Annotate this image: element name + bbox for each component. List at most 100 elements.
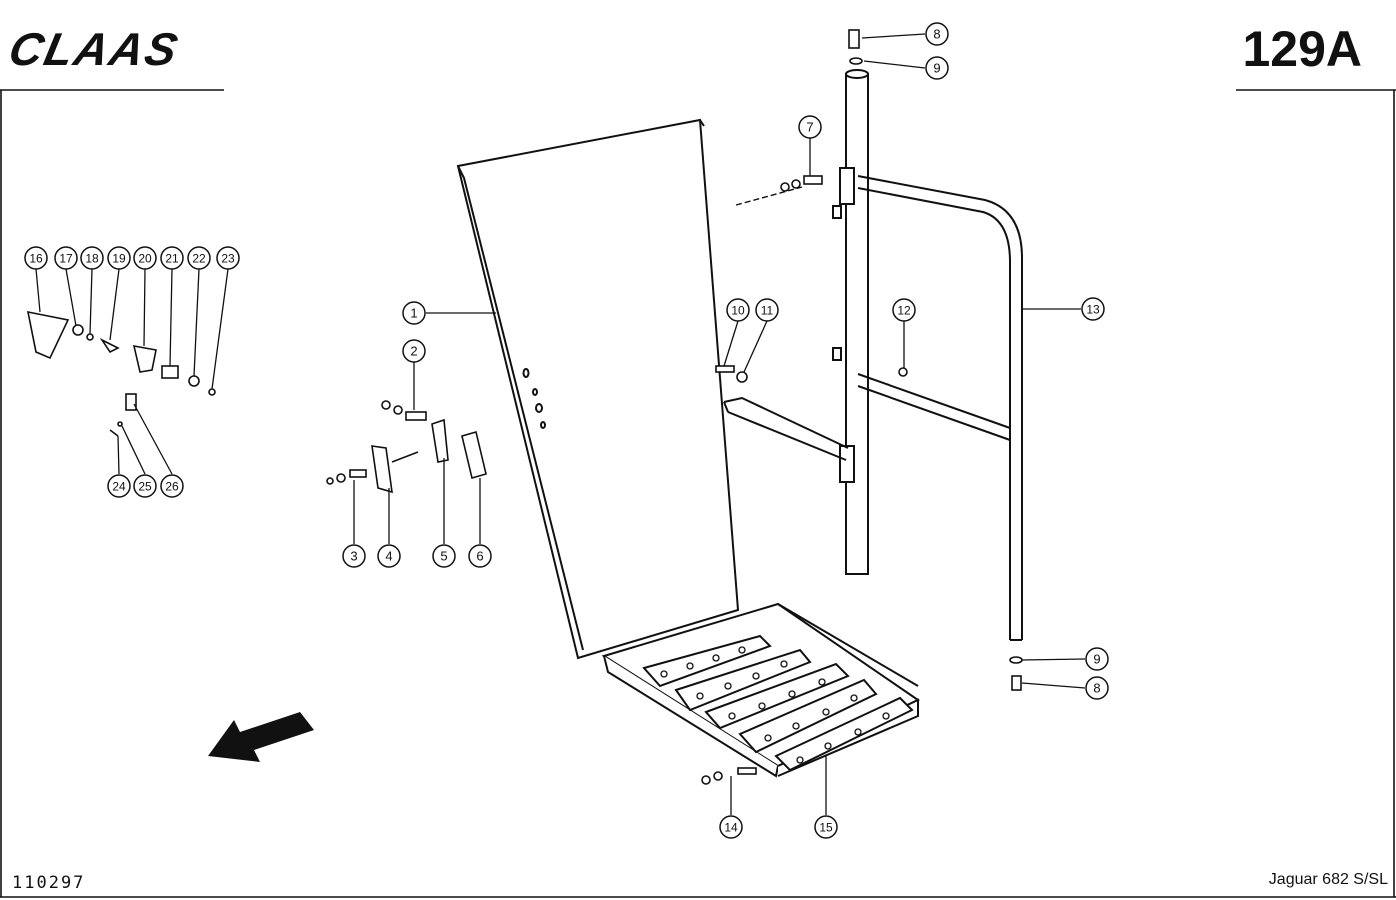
callout-circle xyxy=(342,544,366,568)
callout-circle xyxy=(402,301,426,325)
callout-circle xyxy=(24,246,48,270)
callout-number: 17 xyxy=(59,252,73,266)
callout-16: 16 xyxy=(24,246,48,270)
callout-number: 26 xyxy=(165,480,179,494)
callout-7: 7 xyxy=(798,115,822,139)
callout-25: 25 xyxy=(133,474,157,498)
callout-circle xyxy=(1085,647,1109,671)
callout-circle xyxy=(80,246,104,270)
drawing-number: 110297 xyxy=(12,873,86,893)
step-holes xyxy=(660,646,890,764)
callout-circle xyxy=(798,115,822,139)
callout-number: 12 xyxy=(897,304,911,318)
callout-circle xyxy=(432,544,456,568)
callout-circle xyxy=(755,298,779,322)
direction-arrow xyxy=(208,712,314,762)
handrail xyxy=(857,175,1023,641)
callout-circle xyxy=(107,474,131,498)
callout-4: 4 xyxy=(377,544,401,568)
callout-12: 12 xyxy=(892,298,916,322)
callout-18: 18 xyxy=(80,246,104,270)
callout-9: 9 xyxy=(1085,647,1109,671)
callout-number: 20 xyxy=(138,252,152,266)
callout-number: 9 xyxy=(1093,652,1100,667)
callout-8: 8 xyxy=(1085,676,1109,700)
callout-circle xyxy=(1081,297,1105,321)
callout-number: 6 xyxy=(476,549,483,564)
callout-8: 8 xyxy=(925,22,949,46)
callout-circle xyxy=(216,246,240,270)
callout-number: 2 xyxy=(410,344,417,359)
callout-circle xyxy=(377,544,401,568)
callout-number: 9 xyxy=(933,61,940,76)
step-assembly xyxy=(601,602,921,778)
callout-20: 20 xyxy=(133,246,157,270)
door-panel xyxy=(456,118,740,660)
callout-number: 8 xyxy=(1093,681,1100,696)
model-label: Jaguar 682 S/SL xyxy=(1268,871,1388,888)
callout-number: 10 xyxy=(731,304,745,318)
callout-number: 5 xyxy=(440,549,447,564)
callout-6: 6 xyxy=(468,544,492,568)
callout-17: 17 xyxy=(54,246,78,270)
callout-circle xyxy=(160,246,184,270)
callout-circle xyxy=(160,474,184,498)
callout-10: 10 xyxy=(726,298,750,322)
callout-22: 22 xyxy=(187,246,211,270)
callout-24: 24 xyxy=(107,474,131,498)
callout-circle xyxy=(892,298,916,322)
fasteners xyxy=(26,29,1023,785)
callout-circle xyxy=(925,56,949,80)
callout-23: 23 xyxy=(216,246,240,270)
callout-circle xyxy=(726,298,750,322)
callout-number: 23 xyxy=(221,252,235,266)
callout-circle xyxy=(468,544,492,568)
callout-21: 21 xyxy=(160,246,184,270)
callout-circle xyxy=(719,815,743,839)
brace-bar xyxy=(723,396,849,461)
callout-number: 15 xyxy=(819,821,833,835)
callout-number: 21 xyxy=(165,252,179,266)
callout-circle xyxy=(187,246,211,270)
callout-circle xyxy=(1085,676,1109,700)
callout-number: 19 xyxy=(112,252,126,266)
callout-circle xyxy=(925,22,949,46)
callout-15: 15 xyxy=(814,815,838,839)
callout-14: 14 xyxy=(719,815,743,839)
callout-number: 11 xyxy=(761,304,774,318)
callout-circle xyxy=(107,246,131,270)
callout-number: 3 xyxy=(350,549,357,564)
callout-11: 11 xyxy=(755,298,779,322)
leader-lines xyxy=(35,33,1086,815)
callout-number: 13 xyxy=(1086,303,1100,317)
callout-number: 24 xyxy=(112,480,126,494)
callout-circle xyxy=(402,339,426,363)
callout-2: 2 xyxy=(402,339,426,363)
callout-1: 1 xyxy=(402,301,426,325)
callout-number: 1 xyxy=(410,306,417,321)
callout-circle xyxy=(54,246,78,270)
callout-9: 9 xyxy=(925,56,949,80)
callout-number: 14 xyxy=(724,821,738,835)
callout-3: 3 xyxy=(342,544,366,568)
frame-lines xyxy=(0,89,1396,898)
callout-5: 5 xyxy=(432,544,456,568)
callout-circle xyxy=(133,246,157,270)
callout-number: 25 xyxy=(138,480,152,494)
callout-number: 16 xyxy=(29,252,43,266)
post xyxy=(832,69,869,575)
callout-13: 13 xyxy=(1081,297,1105,321)
callout-number: 4 xyxy=(385,549,392,564)
callout-number: 8 xyxy=(933,27,940,42)
callout-number: 22 xyxy=(192,252,206,266)
callout-number: 7 xyxy=(806,120,813,135)
callout-26: 26 xyxy=(160,474,184,498)
page-number: 129A xyxy=(1242,21,1362,77)
callout-circle xyxy=(814,815,838,839)
callout-number: 18 xyxy=(85,252,99,266)
callout-19: 19 xyxy=(107,246,131,270)
callout-circle xyxy=(133,474,157,498)
